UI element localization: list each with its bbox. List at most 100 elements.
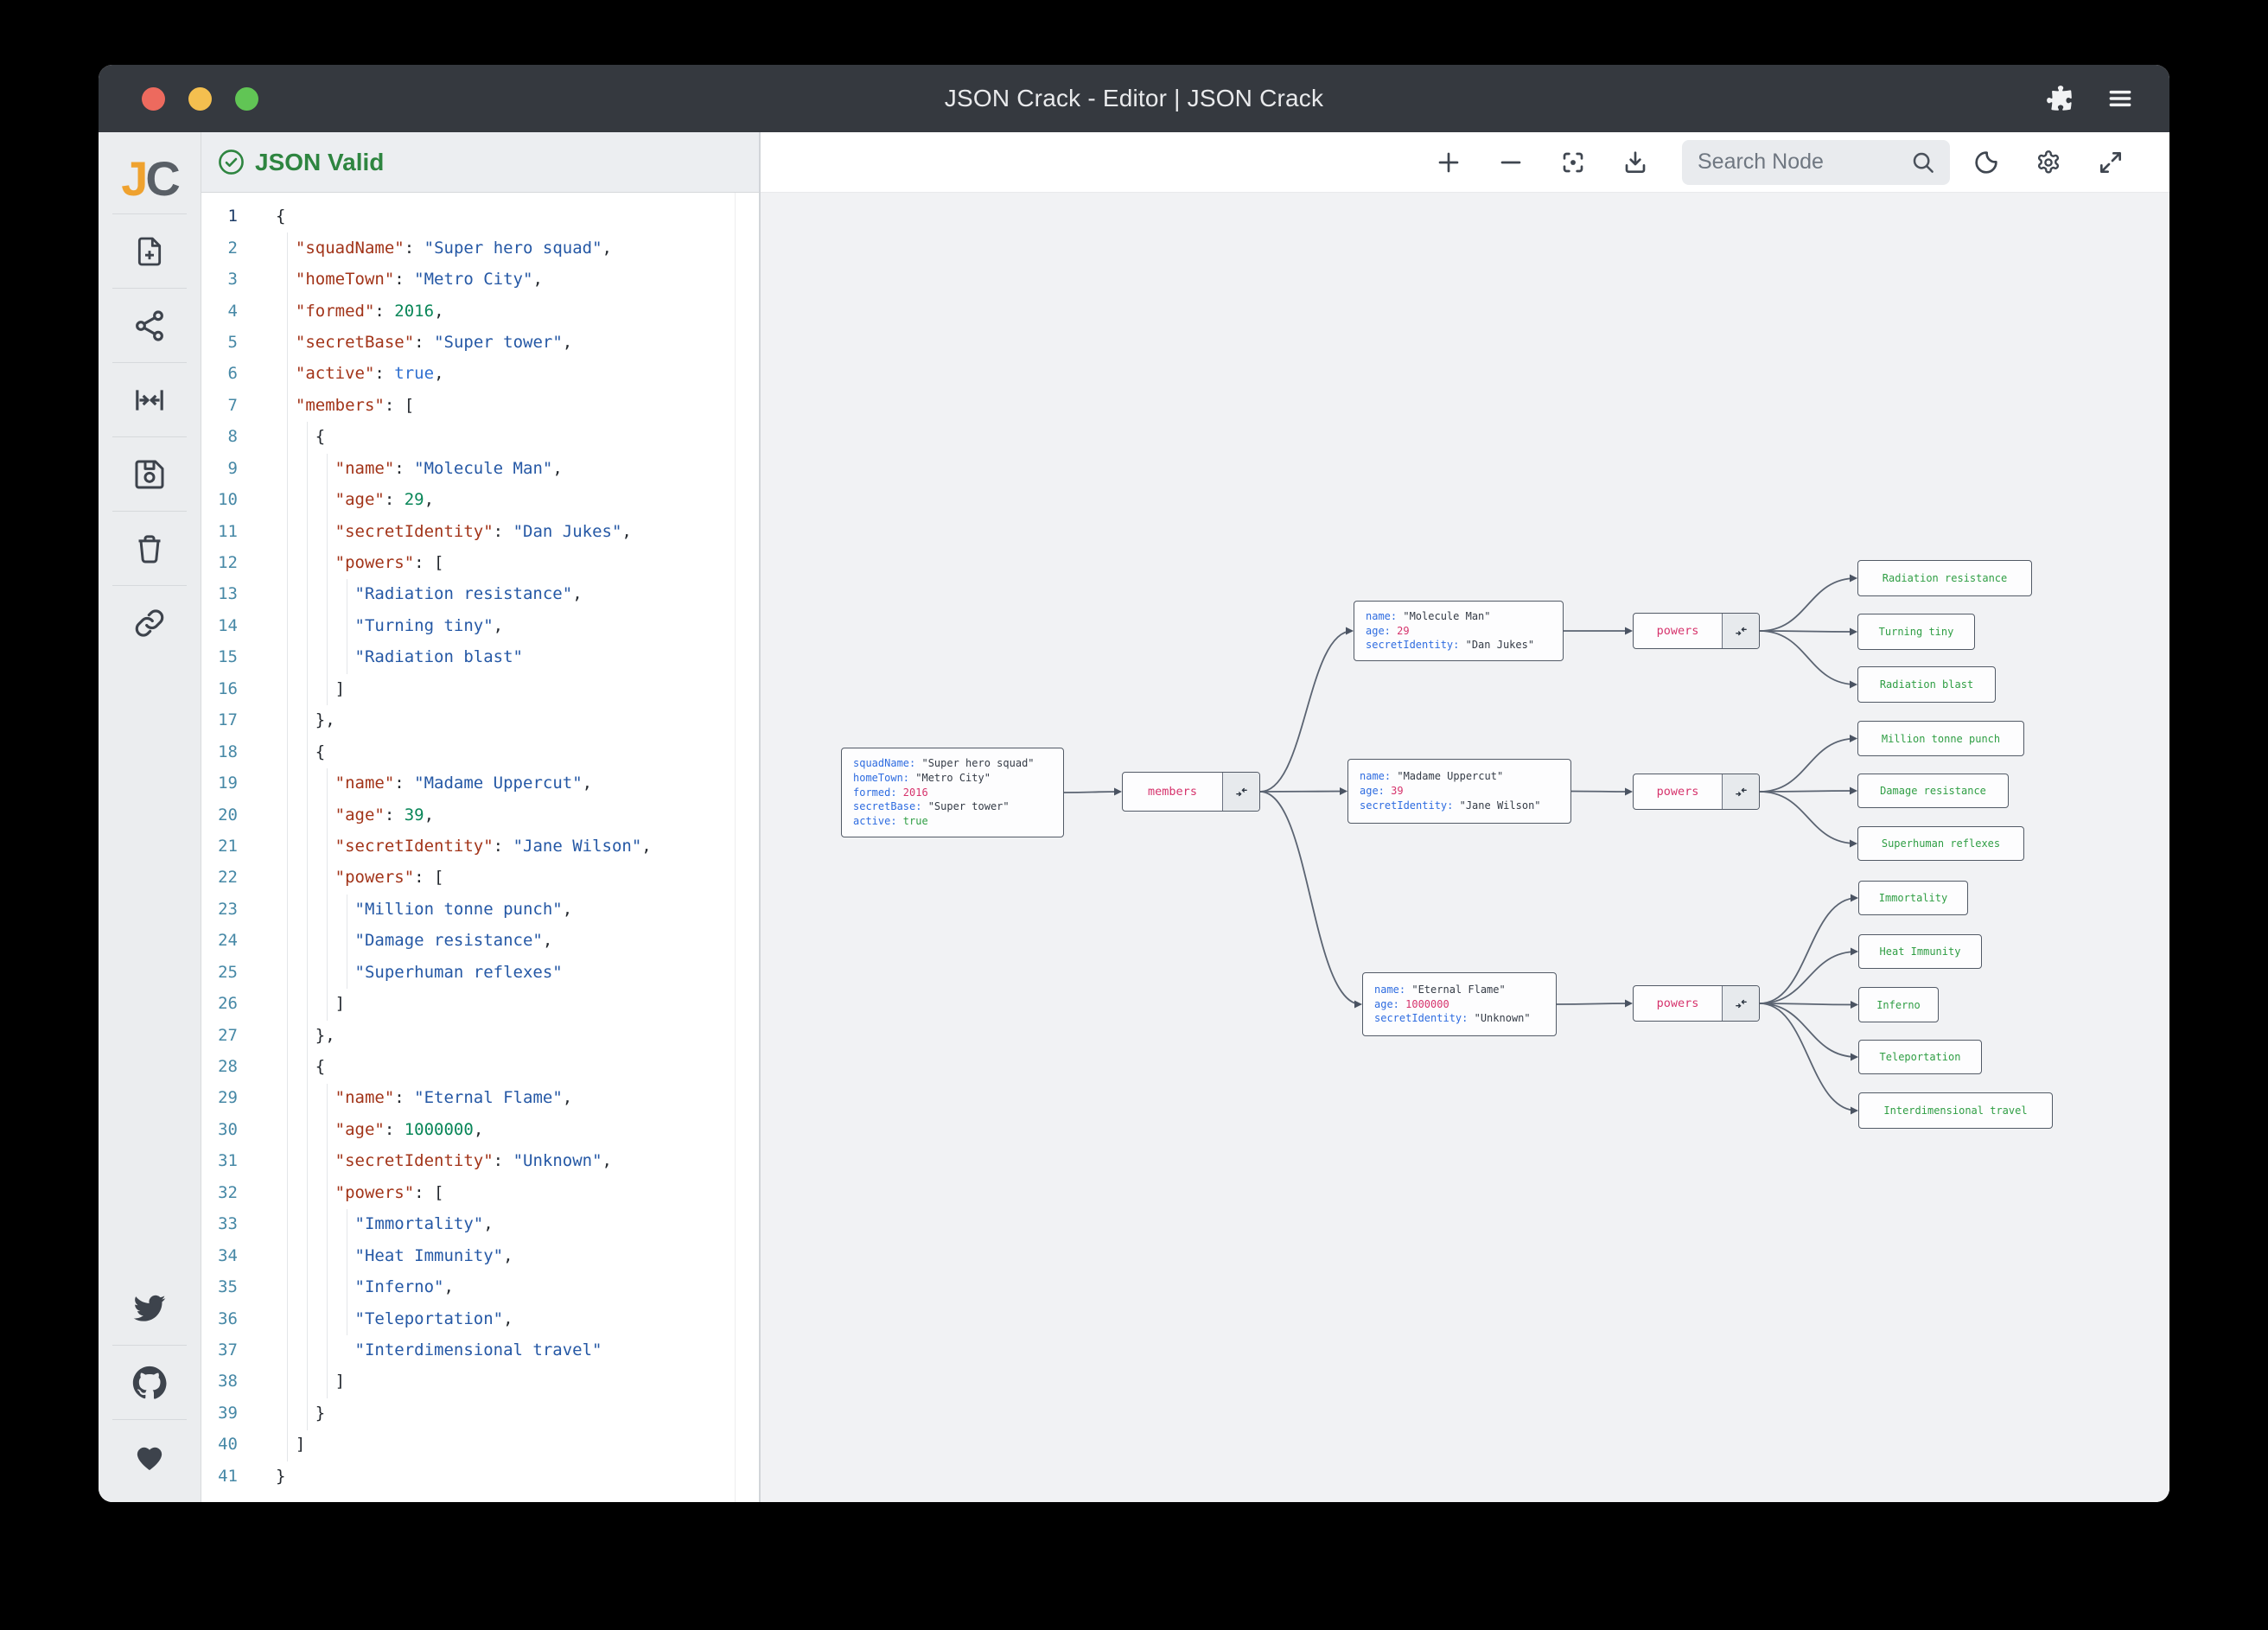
editor-line[interactable]: 12 "powers": [ (201, 547, 759, 578)
download-image-button[interactable] (1616, 143, 1654, 181)
settings-button[interactable] (2029, 143, 2067, 181)
collapse-node-button[interactable] (1722, 774, 1759, 809)
code-editor[interactable]: 1{2 "squadName": "Super hero squad",3 "h… (201, 193, 759, 1502)
graph-node-members[interactable]: members (1122, 772, 1260, 812)
editor-line[interactable]: 34 "Heat Immunity", (201, 1239, 759, 1270)
save-button[interactable] (99, 437, 201, 511)
sponsor-link[interactable] (99, 1420, 201, 1493)
editor-line[interactable]: 39 } (201, 1398, 759, 1429)
editor-line[interactable]: 28 { (201, 1051, 759, 1082)
graph-node-powers-0[interactable]: powers (1633, 613, 1760, 649)
fullscreen-button[interactable] (2092, 143, 2130, 181)
editor-line[interactable]: 31 "secretIdentity": "Unknown", (201, 1145, 759, 1176)
zoom-out-button[interactable] (1492, 143, 1530, 181)
editor-line[interactable]: 3 "homeTown": "Metro City", (201, 264, 759, 295)
editor-line[interactable]: 15 "Radiation blast" (201, 641, 759, 672)
share-link-button[interactable] (99, 586, 201, 659)
editor-line[interactable]: 19 "name": "Madame Uppercut", (201, 767, 759, 799)
fold-nodes-button[interactable] (99, 363, 201, 436)
github-link[interactable] (99, 1346, 201, 1419)
editor-line[interactable]: 17 }, (201, 704, 759, 735)
extensions-puzzle-icon[interactable] (2045, 84, 2074, 113)
editor-line[interactable]: 40 ] (201, 1429, 759, 1460)
graph-node-power-leaf[interactable]: Teleportation (1858, 1040, 1982, 1074)
zoom-in-button[interactable] (1430, 143, 1468, 181)
panel-resize-handle[interactable] (759, 132, 761, 1502)
collapse-node-button[interactable] (1722, 614, 1759, 648)
graph-node-power-leaf[interactable]: Million tonne punch (1857, 721, 2024, 756)
editor-line[interactable]: 29 "name": "Eternal Flame", (201, 1082, 759, 1113)
editor-line[interactable]: 36 "Teleportation", (201, 1302, 759, 1334)
editor-line[interactable]: 41} (201, 1461, 759, 1492)
browser-menu-icon[interactable] (2106, 84, 2135, 113)
graph-node-power-leaf[interactable]: Immortality (1858, 881, 1968, 915)
editor-line[interactable]: 27 }, (201, 1019, 759, 1050)
editor-line[interactable]: 26 ] (201, 988, 759, 1019)
editor-line[interactable]: 16 ] (201, 673, 759, 704)
editor-line[interactable]: 9 "name": "Molecule Man", (201, 453, 759, 484)
search-node-box[interactable] (1682, 139, 1950, 185)
graph-view-button[interactable] (99, 289, 201, 362)
graph-node-power-leaf[interactable]: Interdimensional travel (1858, 1092, 2053, 1129)
search-node-input[interactable] (1696, 149, 1910, 175)
editor-line[interactable]: 6 "active": true, (201, 358, 759, 389)
graph-node-power-leaf[interactable]: Radiation blast (1857, 666, 1996, 703)
graph-node-powers-1[interactable]: powers (1633, 774, 1760, 810)
editor-line[interactable]: 14 "Turning tiny", (201, 610, 759, 641)
graph-node-root[interactable]: squadName: "Super hero squad"homeTown: "… (841, 748, 1064, 837)
editor-line[interactable]: 18 { (201, 735, 759, 767)
graph-node-power-leaf[interactable]: Inferno (1858, 987, 1939, 1022)
graph-node-power-leaf[interactable]: Damage resistance (1857, 774, 2009, 808)
editor-line[interactable]: 7 "members": [ (201, 390, 759, 421)
node-field: secretBase: "Super tower" (853, 800, 1010, 813)
editor-line[interactable]: 8 { (201, 421, 759, 452)
twitter-icon (133, 1295, 166, 1321)
json-editor-panel[interactable]: JSON Valid 1{2 "squadName": "Super hero … (201, 132, 759, 1502)
editor-line[interactable]: 20 "age": 39, (201, 799, 759, 830)
editor-line[interactable]: 5 "secretBase": "Super tower", (201, 327, 759, 358)
editor-line[interactable]: 32 "powers": [ (201, 1177, 759, 1208)
dark-mode-toggle[interactable] (1967, 143, 2005, 181)
editor-line[interactable]: 11 "secretIdentity": "Dan Jukes", (201, 515, 759, 546)
gear-icon (2037, 150, 2060, 174)
editor-scrollbar[interactable] (735, 193, 736, 1502)
editor-line[interactable]: 10 "age": 29, (201, 484, 759, 515)
new-file-button[interactable] (99, 214, 201, 288)
editor-line[interactable]: 1{ (201, 201, 759, 232)
collapse-node-button[interactable] (1722, 986, 1759, 1021)
editor-line[interactable]: 37 "Interdimensional travel" (201, 1334, 759, 1366)
code-text: "powers": [ (334, 553, 444, 573)
editor-line[interactable]: 4 "formed": 2016, (201, 295, 759, 326)
graph-node-power-leaf[interactable]: Superhuman reflexes (1857, 826, 2024, 861)
window-title: JSON Crack - Editor | JSON Crack (944, 85, 1324, 111)
editor-line[interactable]: 22 "powers": [ (201, 862, 759, 893)
editor-line[interactable]: 33 "Immortality", (201, 1208, 759, 1239)
graph-node-powers-2[interactable]: powers (1633, 985, 1760, 1022)
collapse-node-button[interactable] (1222, 773, 1259, 811)
twitter-link[interactable] (99, 1271, 201, 1345)
editor-line[interactable]: 35 "Inferno", (201, 1271, 759, 1302)
editor-line[interactable]: 38 ] (201, 1366, 759, 1397)
editor-line[interactable]: 13 "Radiation resistance", (201, 578, 759, 609)
line-number: 2 (227, 238, 238, 258)
graph-canvas[interactable]: squadName: "Super hero squad"homeTown: "… (761, 193, 2169, 1502)
editor-line[interactable]: 30 "age": 1000000, (201, 1114, 759, 1145)
editor-line[interactable]: 2 "squadName": "Super hero squad", (201, 232, 759, 263)
graph-node-power-leaf[interactable]: Radiation resistance (1857, 560, 2032, 596)
editor-line[interactable]: 23 "Million tonne punch", (201, 894, 759, 925)
graph-node-power-leaf[interactable]: Turning tiny (1857, 614, 1975, 650)
delete-button[interactable] (99, 512, 201, 585)
editor-line[interactable]: 24 "Damage resistance", (201, 925, 759, 956)
minimize-button[interactable] (188, 86, 212, 111)
center-view-button[interactable] (1554, 143, 1592, 181)
editor-line[interactable]: 21 "secretIdentity": "Jane Wilson", (201, 831, 759, 862)
editor-line[interactable]: 25 "Superhuman reflexes" (201, 957, 759, 988)
close-button[interactable] (142, 86, 165, 111)
graph-node-power-leaf[interactable]: Heat Immunity (1858, 934, 1982, 969)
zoom-button[interactable] (235, 86, 258, 111)
